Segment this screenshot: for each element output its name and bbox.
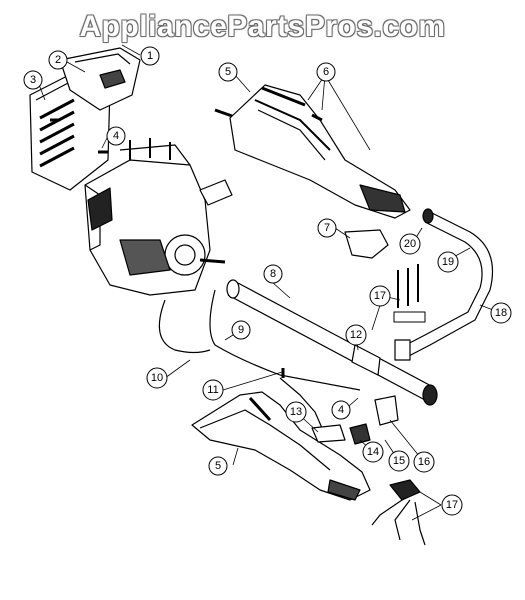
svg-text:5: 5 — [225, 66, 231, 78]
svg-text:8: 8 — [270, 268, 276, 280]
svg-text:11: 11 — [207, 384, 218, 396]
drive-shaft-tube — [226, 279, 438, 406]
callout-18: 18 — [490, 302, 512, 324]
clamp-bracket — [344, 229, 389, 259]
svg-text:19: 19 — [442, 256, 454, 268]
switch — [349, 423, 371, 445]
callout-15: 15 — [388, 450, 410, 472]
callout-8: 8 — [263, 264, 283, 284]
svg-text:17: 17 — [446, 499, 458, 511]
callout-14: 14 — [362, 441, 384, 463]
screw — [214, 108, 233, 118]
svg-text:18: 18 — [495, 307, 507, 319]
svg-text:5: 5 — [215, 460, 221, 472]
callout-12: 12 — [345, 324, 367, 346]
engine-block — [84, 138, 233, 296]
callout-16: 16 — [413, 451, 435, 473]
throttle-cable — [158, 289, 361, 429]
trigger — [311, 424, 346, 443]
screw — [311, 113, 323, 122]
callout-17-lower: 17 — [441, 494, 463, 516]
callout-3: 3 — [23, 70, 43, 90]
loop-handle — [394, 208, 494, 361]
svg-text:4: 4 — [338, 404, 344, 416]
svg-text:7: 7 — [324, 222, 330, 234]
callout-6: 6 — [316, 62, 336, 82]
callout-9: 9 — [231, 320, 251, 340]
svg-text:14: 14 — [367, 446, 379, 458]
svg-text:4: 4 — [113, 130, 119, 142]
callout-20: 20 — [399, 233, 421, 255]
shaft-housing-lower — [191, 391, 371, 501]
callout-11: 11 — [202, 379, 224, 401]
callout-2: 2 — [48, 50, 68, 70]
svg-text:3: 3 — [30, 74, 36, 86]
svg-text:12: 12 — [350, 329, 362, 341]
callout-13: 13 — [285, 401, 307, 423]
svg-text:10: 10 — [151, 372, 163, 384]
engine-cover — [29, 47, 141, 191]
callouts: 1 2 3 4 5 6 7 8 9 10 11 12 4 13 5 14 15 … — [23, 46, 512, 516]
callout-1: 1 — [140, 46, 160, 66]
svg-text:2: 2 — [55, 54, 61, 66]
callout-5: 5 — [218, 62, 238, 82]
svg-text:6: 6 — [323, 66, 329, 78]
svg-text:1: 1 — [147, 50, 153, 62]
svg-text:20: 20 — [404, 238, 416, 250]
shaft-housing-upper — [229, 84, 411, 219]
callout-10: 10 — [146, 367, 168, 389]
svg-text:17: 17 — [374, 290, 386, 302]
callout-19: 19 — [437, 251, 459, 273]
watermark: AppliancePartsPros.com — [79, 10, 446, 43]
callout-4: 4 — [106, 126, 126, 146]
svg-text:13: 13 — [290, 406, 302, 418]
clamp-16 — [374, 395, 399, 426]
svg-text:9: 9 — [238, 324, 244, 336]
handle-bolts — [393, 264, 426, 323]
callout-7: 7 — [317, 218, 337, 238]
callout-4b: 4 — [331, 400, 351, 420]
svg-text:16: 16 — [418, 456, 430, 468]
svg-text:15: 15 — [393, 455, 405, 467]
wire-harness — [371, 479, 426, 546]
callout-5b: 5 — [208, 456, 228, 476]
callout-17-upper: 17 — [369, 285, 391, 307]
